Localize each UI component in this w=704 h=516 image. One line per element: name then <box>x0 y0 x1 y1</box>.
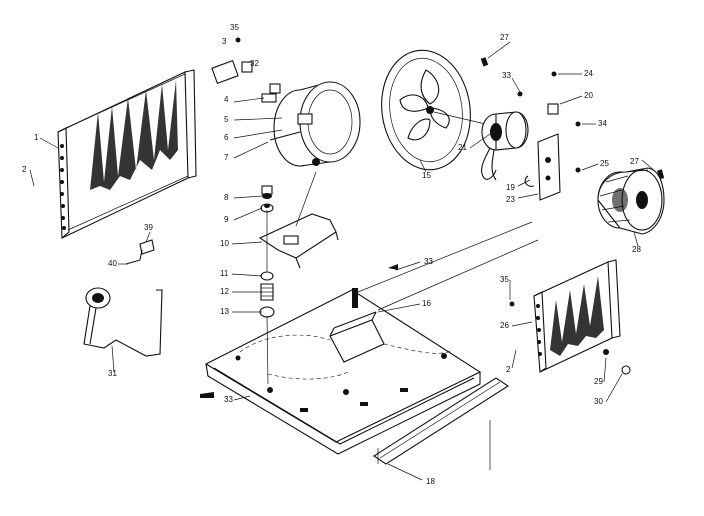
callout-30: 30 <box>594 397 603 406</box>
callout-labels: 35 3 32 4 5 6 7 8 9 10 11 12 13 2 1 39 4… <box>22 23 641 486</box>
mounting-hardware-stack <box>259 185 275 318</box>
mounting-bracket <box>258 171 339 269</box>
callout-33b: 33 <box>424 257 433 266</box>
evaporator-coil-right <box>509 259 631 375</box>
callout-35b: 35 <box>500 275 509 284</box>
callout-33c: 33 <box>224 395 233 404</box>
callout-24: 24 <box>584 69 593 78</box>
callout-2b: 2 <box>506 365 511 374</box>
callout-31: 31 <box>108 369 117 378</box>
fan-shroud <box>381 49 495 171</box>
callout-12: 12 <box>220 287 229 296</box>
drain-tube-assembly <box>83 239 163 357</box>
callout-15: 15 <box>422 171 431 180</box>
callout-18: 18 <box>426 477 435 486</box>
capacitor <box>211 37 253 84</box>
callout-7: 7 <box>224 153 229 162</box>
callout-25: 25 <box>600 159 609 168</box>
callout-5: 5 <box>224 115 229 124</box>
callout-6: 6 <box>224 133 229 142</box>
assembly-leaders <box>266 210 539 470</box>
callout-23: 23 <box>506 195 515 204</box>
callout-10: 10 <box>220 239 229 248</box>
motor-bracket <box>524 103 561 201</box>
callout-3: 3 <box>222 37 227 46</box>
callout-33: 33 <box>502 71 511 80</box>
callout-20: 20 <box>584 91 593 100</box>
callout-screws <box>200 264 398 398</box>
fan-motor <box>481 111 529 181</box>
callout-16: 16 <box>422 299 431 308</box>
compressor <box>261 81 361 167</box>
base-rail <box>372 377 510 465</box>
callout-35: 35 <box>230 23 239 32</box>
callout-leaders <box>29 41 657 481</box>
callout-9: 9 <box>224 215 229 224</box>
callout-21: 21 <box>458 143 467 152</box>
callout-4: 4 <box>224 95 229 104</box>
base-pan <box>204 288 482 455</box>
callout-13: 13 <box>220 307 229 316</box>
blower-wheel <box>597 167 665 235</box>
callout-29: 29 <box>594 377 603 386</box>
callout-32: 32 <box>250 59 259 68</box>
callout-40: 40 <box>108 259 117 268</box>
callout-19: 19 <box>506 183 515 192</box>
condenser-coil-left <box>57 69 197 239</box>
callout-27: 27 <box>500 33 509 42</box>
callout-39: 39 <box>144 223 153 232</box>
callout-34: 34 <box>598 119 607 128</box>
callout-1: 1 <box>34 133 39 142</box>
callout-28: 28 <box>632 245 641 254</box>
callout-2: 2 <box>22 165 27 174</box>
callout-26: 26 <box>500 321 509 330</box>
callout-27b: 27 <box>630 157 639 166</box>
callout-8: 8 <box>224 193 229 202</box>
callout-11: 11 <box>220 269 229 278</box>
